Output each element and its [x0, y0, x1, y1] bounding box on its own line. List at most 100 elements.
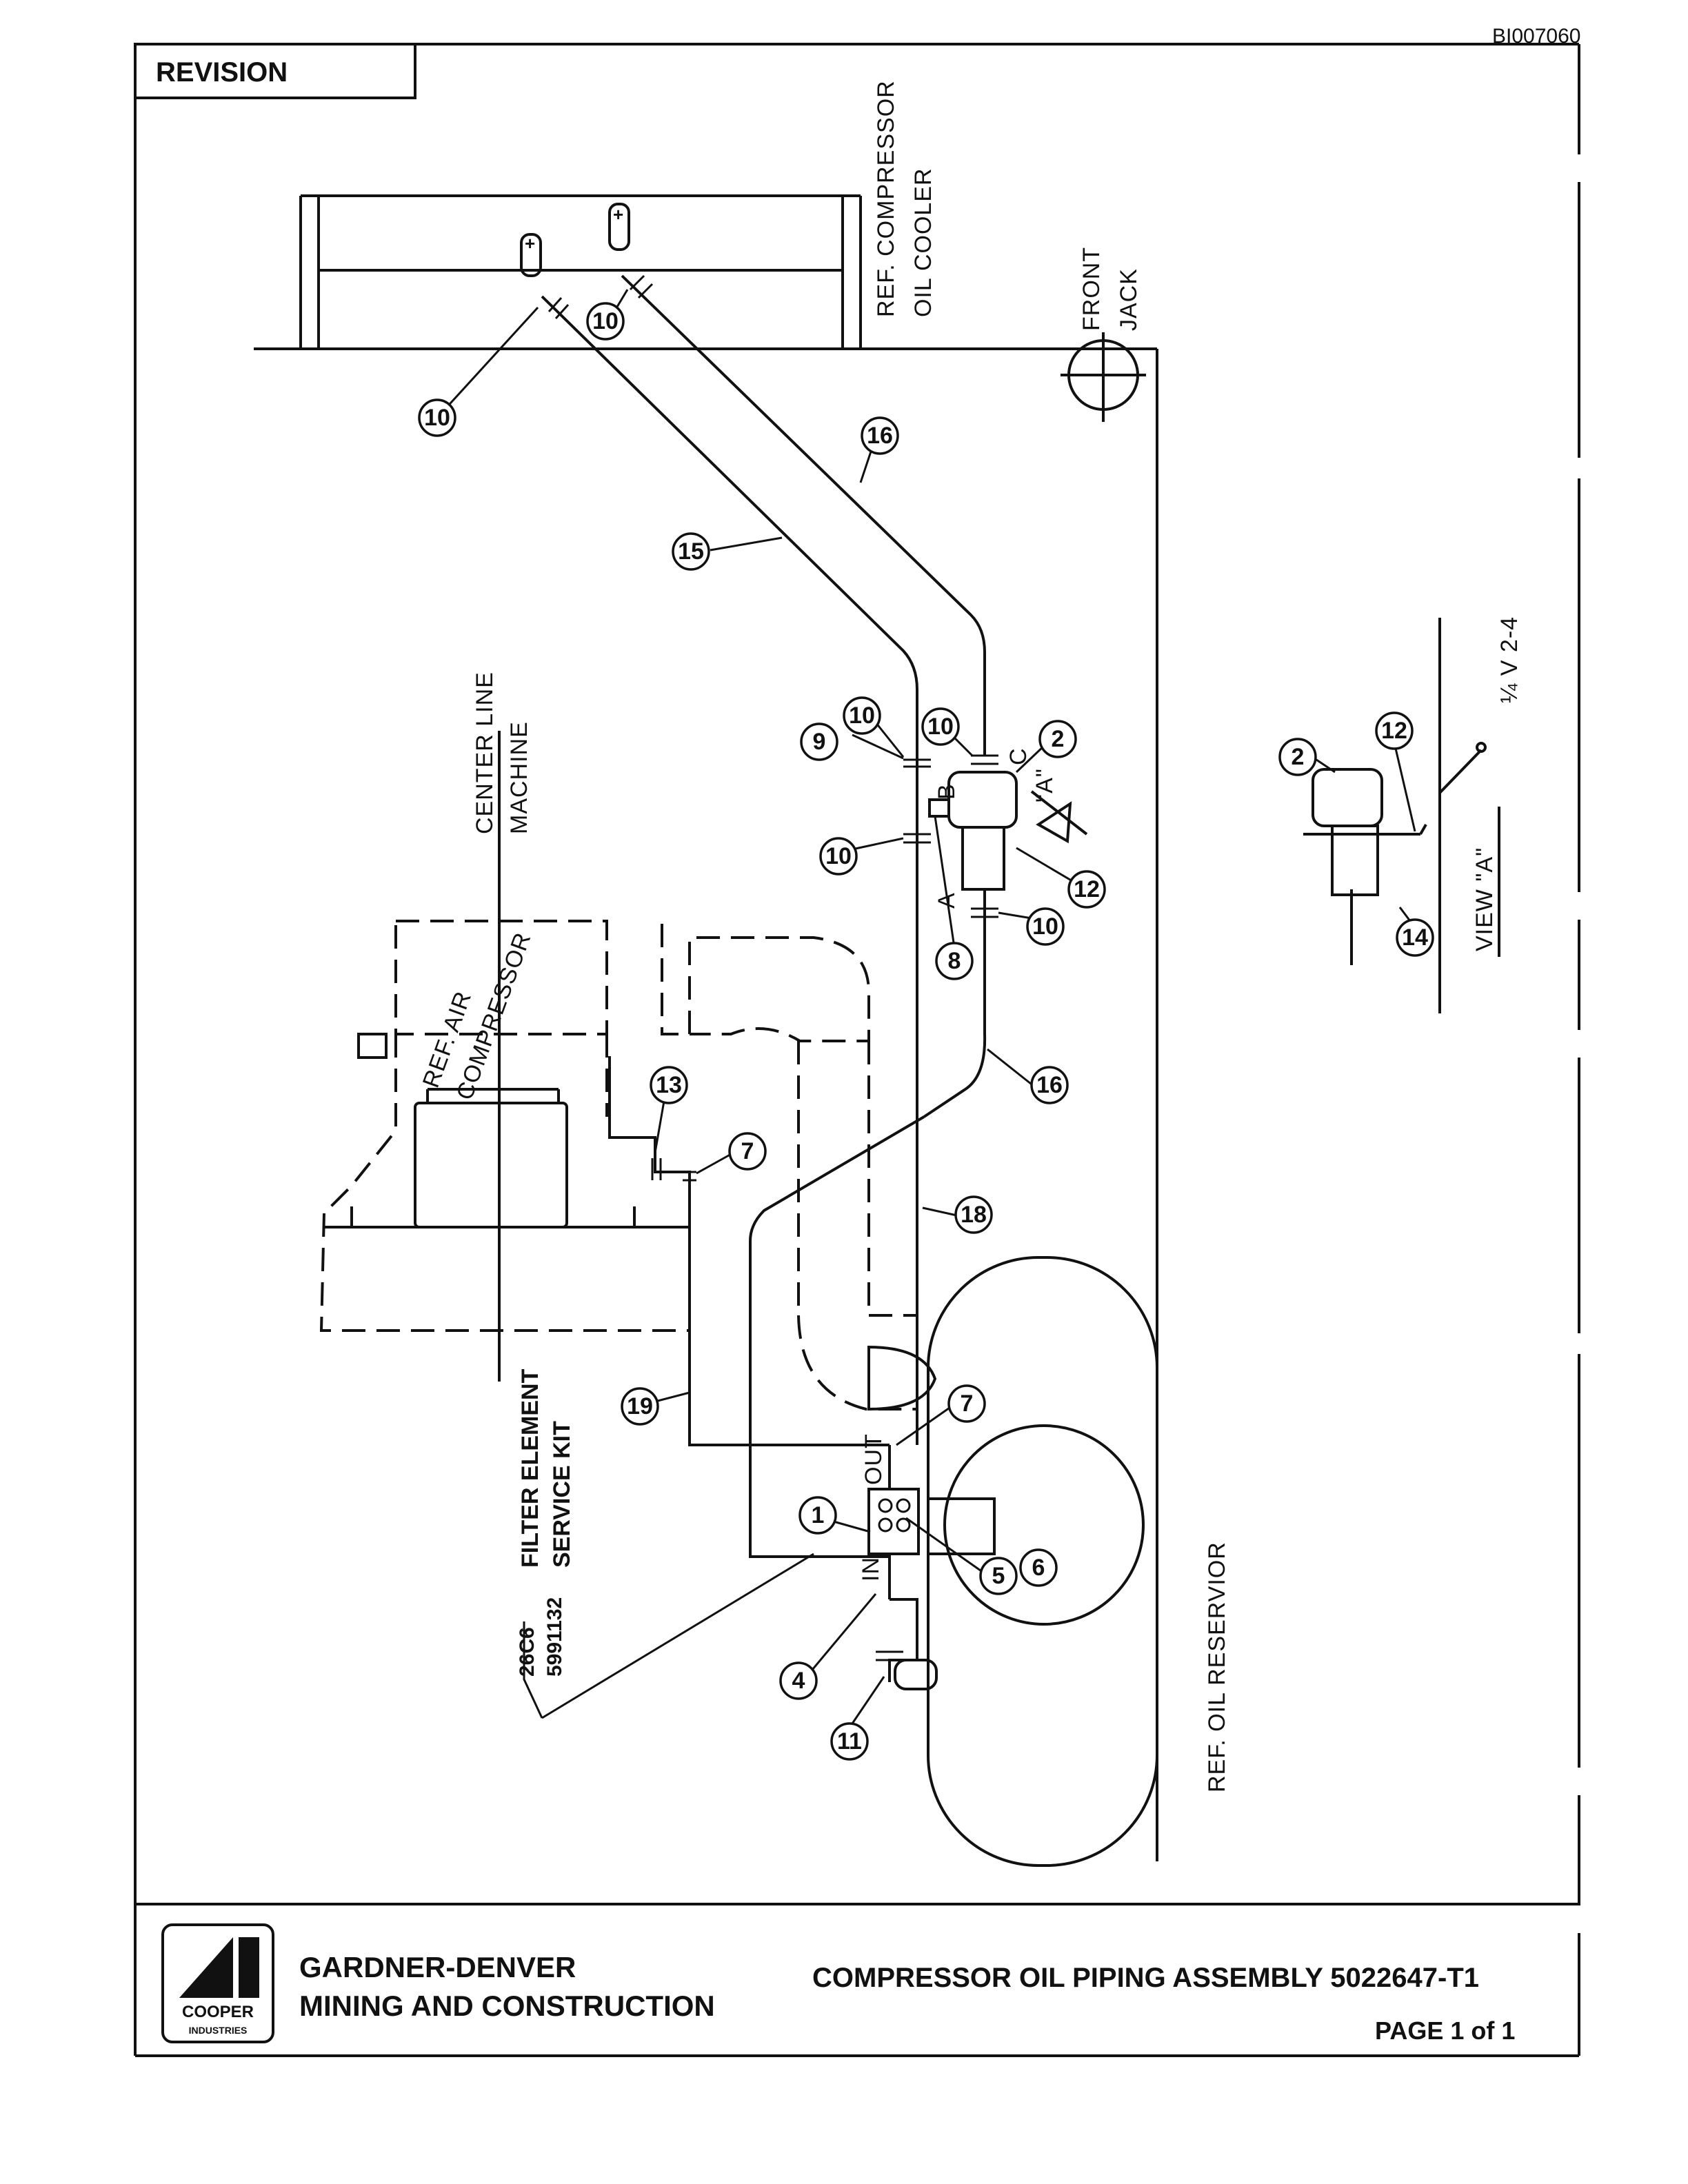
view-a-label: VIEW "A"	[1471, 847, 1498, 951]
svg-text:OIL COOLER: OIL COOLER	[910, 168, 936, 317]
svg-text:9: 9	[813, 729, 826, 755]
section-a-label: "A"	[1032, 768, 1058, 802]
callout-8: 8	[935, 942, 974, 980]
callout-10: 10	[819, 837, 858, 876]
oil-cooler: + +	[254, 194, 1157, 350]
callout-18: 18	[954, 1195, 993, 1234]
svg-text:12: 12	[1381, 718, 1407, 744]
svg-text:16: 16	[867, 423, 893, 449]
company-name: GARDNER-DENVER	[299, 1951, 576, 1983]
section-a-marker	[1030, 790, 1088, 844]
svg-text:12: 12	[1074, 876, 1100, 902]
svg-text:5: 5	[992, 1563, 1005, 1589]
revision-label: REVISION	[156, 57, 288, 88]
revision-box: REVISION	[134, 43, 416, 99]
svg-text:FRONT: FRONT	[1078, 247, 1105, 331]
port-in-label: IN	[858, 1557, 884, 1581]
svg-text:15: 15	[678, 538, 704, 565]
svg-text:CENTER LINE: CENTER LINE	[472, 671, 498, 834]
svg-text:6: 6	[1032, 1555, 1045, 1581]
callout-10: 10	[418, 398, 456, 437]
callouts: 10 10 16 15 9 10 10 2 10 12 8 10 16 13 7…	[418, 302, 1434, 1761]
svg-text:10: 10	[927, 714, 954, 740]
title-block: COOPER INDUSTRIES GARDNER-DENVER MINING …	[161, 1923, 1515, 2045]
air-compressor-label: REF. AIR COMPRESSOR	[418, 929, 536, 1103]
front-jack-label: FRONT JACK	[1078, 247, 1142, 331]
svg-text:19: 19	[627, 1393, 653, 1419]
oil-reservoir-label: REF. OIL RESERVIOR	[1204, 1541, 1230, 1792]
svg-text:10: 10	[1032, 913, 1058, 940]
svg-text:10: 10	[849, 702, 875, 729]
svg-text:MACHINE: MACHINE	[506, 721, 532, 834]
callout-16: 16	[861, 416, 899, 455]
callout-12: 12	[1375, 711, 1414, 750]
svg-text:13: 13	[656, 1072, 682, 1098]
page-number: PAGE 1 of 1	[1375, 2016, 1515, 2045]
svg-text:INDUSTRIES: INDUSTRIES	[189, 2025, 248, 2036]
callout-13: 13	[650, 1066, 688, 1104]
center-line-label: CENTER LINE MACHINE	[472, 671, 532, 834]
callout-16: 16	[1030, 1066, 1069, 1104]
svg-text:2: 2	[1052, 726, 1065, 752]
callout-19: 19	[621, 1387, 659, 1426]
callout-4: 4	[779, 1661, 818, 1700]
callout-10: 10	[586, 302, 625, 341]
callout-7: 7	[947, 1384, 986, 1423]
oil-cooler-label: REF. COMPRESSOR OIL COOLER	[873, 80, 936, 317]
svg-text:+: +	[613, 204, 623, 225]
svg-text:JACK: JACK	[1116, 268, 1142, 331]
callout-15: 15	[672, 532, 710, 571]
svg-text:11: 11	[837, 1728, 862, 1755]
svg-text:REF. OIL RESERVIOR: REF. OIL RESERVIOR	[1204, 1541, 1230, 1792]
callout-1: 1	[798, 1496, 837, 1535]
callout-10: 10	[1026, 907, 1065, 946]
callout-11: 11	[830, 1722, 869, 1761]
callout-10: 10	[921, 707, 960, 746]
svg-text:7: 7	[741, 1138, 754, 1164]
svg-text:8: 8	[948, 948, 961, 974]
thermostatic-valve	[903, 754, 1018, 1118]
callout-6: 6	[1019, 1548, 1058, 1587]
svg-text:26C6: 26C6	[516, 1627, 539, 1677]
oil-reservoir	[867, 1256, 1158, 1867]
air-compressor	[319, 731, 917, 1410]
svg-text:10: 10	[825, 843, 852, 869]
hose-18	[749, 896, 925, 1558]
svg-text:5991132: 5991132	[543, 1597, 566, 1677]
svg-text:16: 16	[1036, 1072, 1063, 1098]
svg-text:10: 10	[424, 405, 450, 431]
callout-2: 2	[1278, 738, 1317, 776]
filter-leader	[523, 1553, 814, 1719]
drawing-title: COMPRESSOR OIL PIPING ASSEMBLY 5022647-T…	[812, 1963, 1479, 1993]
callout-5: 5	[979, 1557, 1018, 1595]
callout-14: 14	[1396, 918, 1434, 957]
svg-text:FILTER ELEMENT: FILTER ELEMENT	[517, 1368, 543, 1568]
callout-7: 7	[728, 1132, 767, 1171]
svg-text:18: 18	[961, 1202, 987, 1228]
svg-text:7: 7	[961, 1391, 974, 1417]
svg-text:10: 10	[592, 308, 619, 334]
svg-text:¼ V 2-4: ¼ V 2-4	[1496, 616, 1523, 703]
svg-text:COOPER: COOPER	[182, 2003, 254, 2021]
port-out-label: OUT	[861, 1433, 887, 1485]
company-division: MINING AND CONSTRUCTION	[299, 1990, 715, 2022]
callout-9: 9	[800, 722, 838, 761]
weld-symbol-label: ¼ V 2-4	[1496, 616, 1523, 703]
svg-text:1: 1	[812, 1502, 825, 1528]
svg-text:VIEW "A": VIEW "A"	[1471, 847, 1498, 951]
svg-text:REF. COMPRESSOR: REF. COMPRESSOR	[873, 80, 899, 317]
svg-text:2: 2	[1292, 744, 1305, 770]
hose-19	[608, 1056, 890, 1446]
callout-12: 12	[1067, 870, 1106, 909]
oil-filter	[867, 1445, 938, 1690]
callout-2: 2	[1038, 720, 1077, 758]
callout-10: 10	[843, 696, 881, 735]
svg-text:+: +	[525, 233, 535, 254]
view-a-detail	[1303, 618, 1487, 1013]
port-b-label: B	[934, 783, 960, 800]
svg-text:14: 14	[1402, 924, 1428, 951]
filter-element-label: FILTER ELEMENT SERVICE KIT	[517, 1368, 575, 1568]
hose-15-and-16	[541, 274, 986, 760]
svg-text:4: 4	[792, 1668, 805, 1694]
